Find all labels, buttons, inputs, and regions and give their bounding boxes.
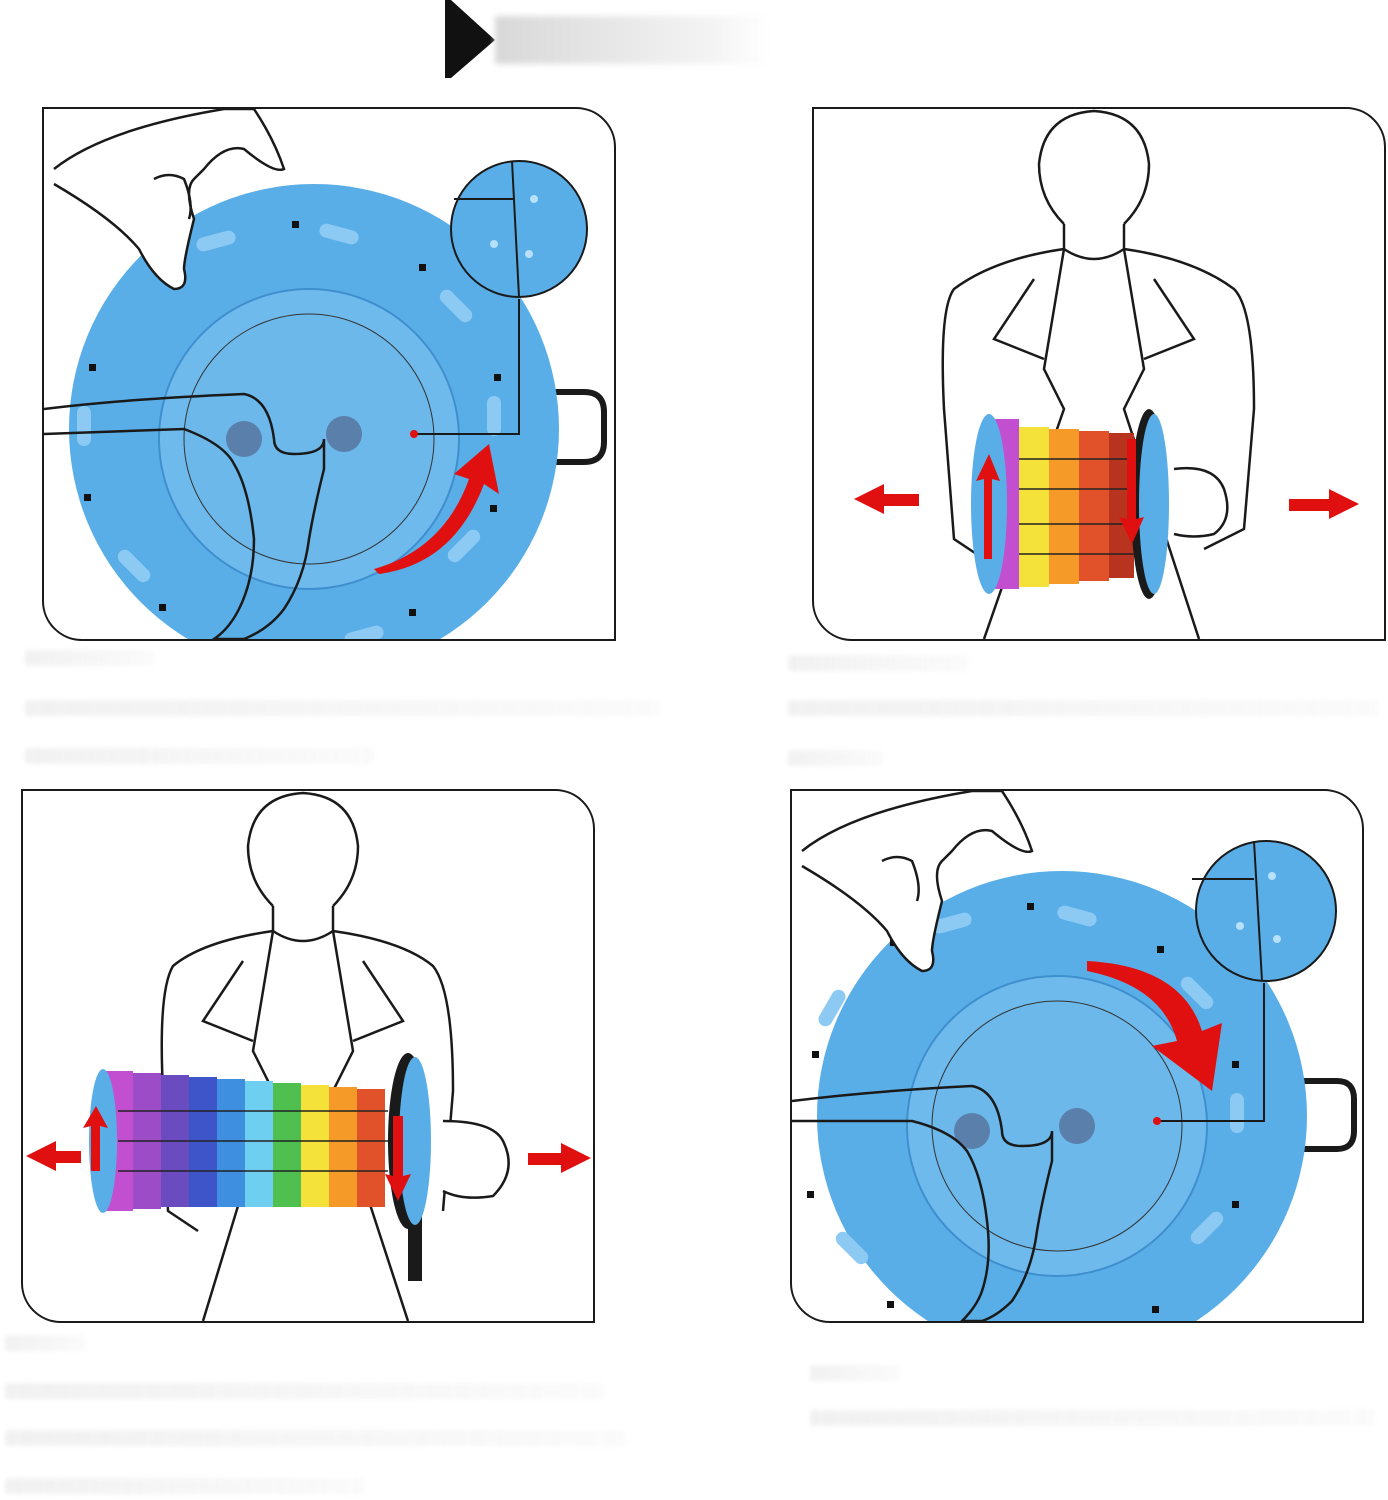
header xyxy=(440,0,780,80)
step-1-illustration xyxy=(44,109,607,639)
step-4-illustration xyxy=(792,791,1357,1321)
step-3-caption-line-3 xyxy=(5,1430,625,1446)
rainbow-cylinder xyxy=(971,409,1169,599)
header-title-bar xyxy=(495,16,770,64)
arrow-left xyxy=(26,1141,81,1171)
step-1-caption-line-1 xyxy=(25,650,155,666)
zoom-inset xyxy=(1195,840,1337,982)
step-3-illustration xyxy=(26,791,591,1321)
bottom-hand xyxy=(792,1084,1054,1321)
step-3-caption-line-2 xyxy=(5,1383,605,1399)
play-triangle-icon xyxy=(445,0,497,78)
bottom-hand xyxy=(44,392,326,639)
rainbow-cylinder-extended xyxy=(89,1053,431,1281)
step-3-panel xyxy=(21,789,595,1323)
step-4-caption-line-1 xyxy=(810,1365,900,1381)
arrow-left xyxy=(854,484,919,514)
step-2-panel xyxy=(812,107,1386,641)
zoom-inset xyxy=(450,160,588,298)
step-4-panel xyxy=(790,789,1364,1323)
handle-strap xyxy=(1232,1078,1357,1152)
step-1-panel xyxy=(42,107,616,641)
handle-strap xyxy=(484,389,607,465)
step-2-illustration xyxy=(854,109,1359,639)
step-3-caption-line-4 xyxy=(5,1478,365,1494)
step-3-caption-line-1 xyxy=(5,1335,85,1351)
step-2-caption-line-1 xyxy=(788,655,968,671)
step-1-caption-line-3 xyxy=(25,748,375,764)
rotate-arrow-up xyxy=(374,444,499,574)
rotate-arrow-down xyxy=(1087,961,1222,1091)
top-hand xyxy=(53,109,286,291)
step-1-caption-line-2 xyxy=(25,700,660,716)
step-4-caption-line-2 xyxy=(810,1410,1375,1426)
step-2-caption-line-3 xyxy=(788,750,883,766)
arrow-right xyxy=(1289,489,1359,519)
step-2-caption-line-2 xyxy=(788,700,1378,716)
arrow-right xyxy=(528,1143,591,1173)
